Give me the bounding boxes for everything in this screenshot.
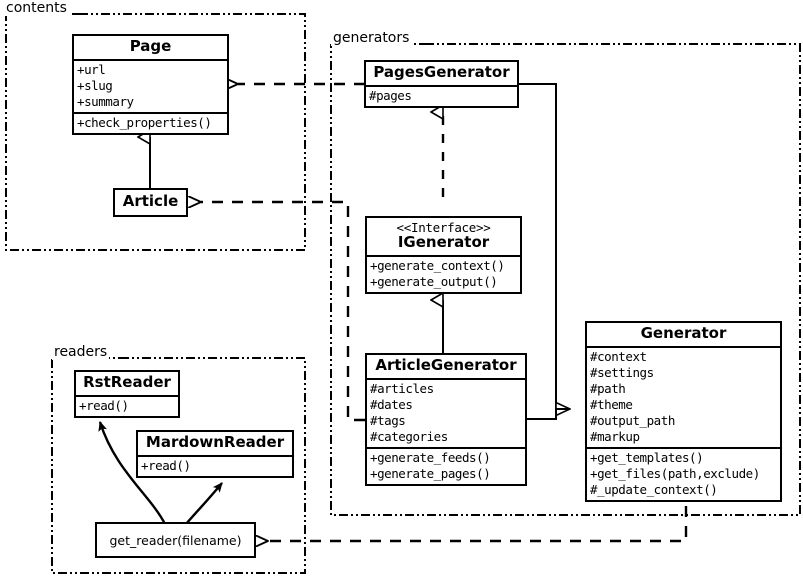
class-page-methods: +check_properties() <box>74 111 227 133</box>
attribute: #dates <box>370 396 413 412</box>
method: +generate_output() <box>370 273 498 289</box>
class-mardownreader-name: MardownReader <box>145 433 285 451</box>
class-generator[interactable]: Generator #context #settings #path #them… <box>585 321 782 502</box>
method: +read() <box>141 457 191 473</box>
attribute: #pages <box>369 87 412 103</box>
edge-dependency-articlegenerator-article <box>201 202 365 422</box>
attribute: #output_path <box>590 412 675 428</box>
attribute: #tags <box>370 412 406 428</box>
class-pagesgenerator-name: PagesGenerator <box>373 63 510 81</box>
method: +get_templates() <box>590 449 704 465</box>
function-get-reader[interactable]: get_reader(filename) <box>95 522 256 558</box>
edge-getreader-to-mardownreader <box>185 482 223 525</box>
attribute: #theme <box>590 396 633 412</box>
attribute: #settings <box>590 364 654 380</box>
attribute: +summary <box>77 93 134 109</box>
class-generator-methods: +get_templates() +get_files(path,exclude… <box>587 446 780 500</box>
class-igenerator-name: <<Interface>> IGenerator <box>367 218 520 255</box>
attribute: #categories <box>370 428 448 444</box>
class-pagesgenerator-attributes: #pages <box>366 84 517 106</box>
attribute: #articles <box>370 380 434 396</box>
class-page-attributes: +url +slug +summary <box>74 58 227 112</box>
method: +get_files(path,exclude) <box>590 465 760 481</box>
method: +generate_context() <box>370 257 505 273</box>
method: +generate_pages() <box>370 465 491 481</box>
edge-dependency-generator-getreader <box>268 506 688 541</box>
class-igenerator-label: IGenerator <box>397 233 490 252</box>
method: #_update_context() <box>590 481 718 497</box>
class-articlegenerator-attributes: #articles #dates #tags #categories <box>367 377 525 447</box>
class-articlegenerator-name: ArticleGenerator <box>375 356 517 374</box>
class-page[interactable]: Page +url +slug +summary +check_properti… <box>72 34 229 135</box>
class-rstreader-methods: +read() <box>76 394 178 416</box>
class-mardownreader[interactable]: MardownReader +read() <box>136 430 294 478</box>
class-rstreader[interactable]: RstReader +read() <box>74 370 180 418</box>
class-articlegenerator[interactable]: ArticleGenerator #articles #dates #tags … <box>365 353 527 486</box>
class-page-name: Page <box>129 37 172 55</box>
class-igenerator-methods: +generate_context() +generate_output() <box>367 254 520 292</box>
class-igenerator[interactable]: <<Interface>> IGenerator +generate_conte… <box>365 216 522 294</box>
method: +generate_feeds() <box>370 449 491 465</box>
method: +read() <box>79 397 129 413</box>
class-generator-name: Generator <box>640 324 727 342</box>
package-label-readers: readers <box>52 344 110 360</box>
class-articlegenerator-methods: +generate_feeds() +generate_pages() <box>367 446 525 484</box>
attribute: +url <box>77 61 106 77</box>
attribute: #markup <box>590 428 640 444</box>
attribute: +slug <box>77 77 113 93</box>
function-get-reader-label: get_reader(filename) <box>109 532 242 548</box>
class-pagesgenerator[interactable]: PagesGenerator #pages <box>364 60 519 108</box>
class-rstreader-name: RstReader <box>83 373 171 391</box>
class-mardownreader-methods: +read() <box>138 454 292 476</box>
class-generator-attributes: #context #settings #path #theme #output_… <box>587 345 780 447</box>
attribute: #path <box>590 380 626 396</box>
class-article[interactable]: Article <box>113 188 188 217</box>
package-label-contents: contents <box>4 0 69 16</box>
package-label-generators: generators <box>331 30 412 46</box>
class-article-name: Article <box>122 192 179 210</box>
method: +check_properties() <box>77 114 212 130</box>
attribute: #context <box>590 348 647 364</box>
edge-articlegenerator-to-generator <box>526 408 570 420</box>
